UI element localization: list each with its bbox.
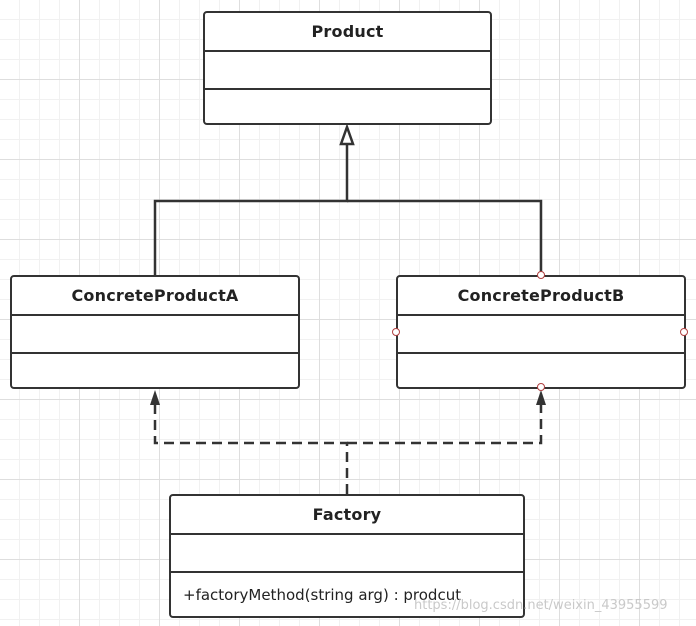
generalization-line-b[interactable] <box>347 199 543 275</box>
methods-section <box>12 352 298 387</box>
dependency-line-b[interactable] <box>347 404 543 445</box>
class-concrete-product-a[interactable]: ConcreteProductA <box>10 275 300 389</box>
class-concrete-product-b[interactable]: ConcreteProductB <box>396 275 686 389</box>
watermark: https://blog.csdn.net/weixin_43955599 <box>414 598 668 613</box>
resize-handle-top[interactable] <box>537 271 545 279</box>
resize-handle-bottom[interactable] <box>537 383 545 391</box>
class-name: ConcreteProductA <box>71 286 239 305</box>
methods-section <box>398 352 684 387</box>
class-name: Product <box>311 22 384 41</box>
methods-section <box>205 88 490 123</box>
dependency-arrowhead-b <box>536 390 546 405</box>
attributes-section <box>12 314 298 352</box>
generalization-line-a[interactable] <box>153 144 349 275</box>
attributes-section <box>398 314 684 352</box>
attributes-section <box>205 50 490 88</box>
dependency-arrowhead-a <box>150 390 160 405</box>
dependency-line-a[interactable] <box>153 404 349 494</box>
class-product[interactable]: Product <box>203 11 492 125</box>
generalization-arrowhead <box>339 123 355 146</box>
class-name: ConcreteProductB <box>457 286 625 305</box>
factory-method: +factoryMethod(string arg) : prodcut <box>171 571 523 616</box>
attributes-section <box>171 533 523 571</box>
resize-handle-left[interactable] <box>392 328 400 336</box>
resize-handle-right[interactable] <box>680 328 688 336</box>
class-factory[interactable]: Factory +factoryMethod(string arg) : pro… <box>169 494 525 618</box>
class-name: Factory <box>312 505 382 524</box>
